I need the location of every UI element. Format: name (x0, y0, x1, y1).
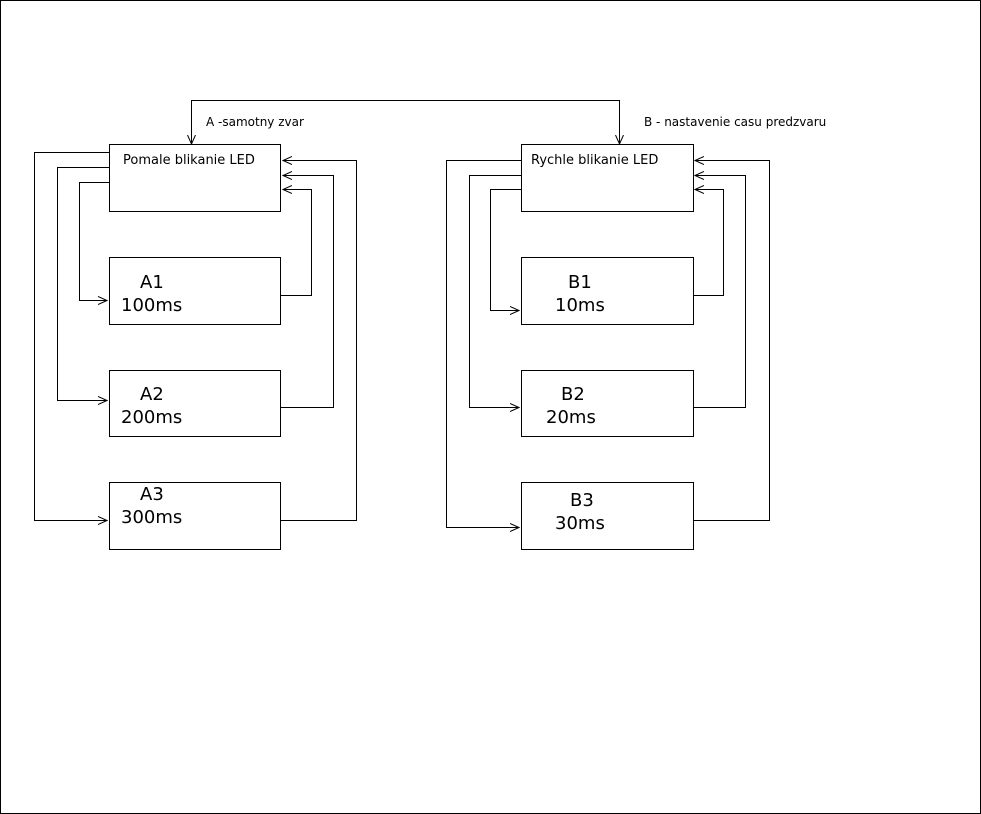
b-feed-b3 (446, 160, 521, 528)
option-b2-box: B2 20ms (521, 370, 694, 437)
b-header-label: Rychle blikanie LED (531, 153, 659, 168)
mode-b-label: B - nastavenie casu predzvaru (644, 115, 827, 129)
a-feed-a2 (57, 167, 109, 401)
a-header-label: Pomale blikanie LED (123, 153, 255, 168)
option-a2-time: 200ms (121, 407, 183, 428)
option-a3-name: A3 (140, 484, 164, 505)
a-header-box: Pomale blikanie LED (109, 144, 281, 212)
option-a2-box: A2 200ms (109, 370, 281, 437)
b-header-box: Rychle blikanie LED (521, 144, 694, 212)
option-b1-name: B1 (568, 272, 592, 293)
option-b3-box: B3 30ms (521, 482, 694, 550)
b-feed-b2 (469, 175, 521, 408)
a-return-a3 (281, 161, 357, 521)
option-b1-time: 10ms (555, 295, 605, 316)
option-b2-time: 20ms (546, 407, 596, 428)
option-a3-box: A3 300ms (109, 482, 281, 550)
option-a2-name: A2 (140, 384, 164, 405)
mode-a-label: A -samotny zvar (206, 115, 304, 129)
b-feed-b1 (490, 189, 521, 311)
option-b2-name: B2 (561, 384, 585, 405)
a-return-a2 (281, 176, 334, 408)
b-return-b3 (694, 161, 770, 521)
a-feed-a3 (34, 152, 109, 521)
b-return-b1 (694, 190, 724, 296)
b-return-b2 (694, 176, 746, 408)
option-a1-time: 100ms (121, 295, 183, 316)
a-return-a1 (281, 190, 312, 296)
option-a3-time: 300ms (121, 507, 183, 528)
option-b1-box: B1 10ms (521, 257, 694, 325)
a-feed-a1 (79, 182, 109, 301)
option-b3-name: B3 (570, 490, 594, 511)
option-a1-box: A1 100ms (109, 257, 281, 325)
option-b3-time: 30ms (555, 513, 605, 534)
option-a1-name: A1 (140, 272, 164, 293)
